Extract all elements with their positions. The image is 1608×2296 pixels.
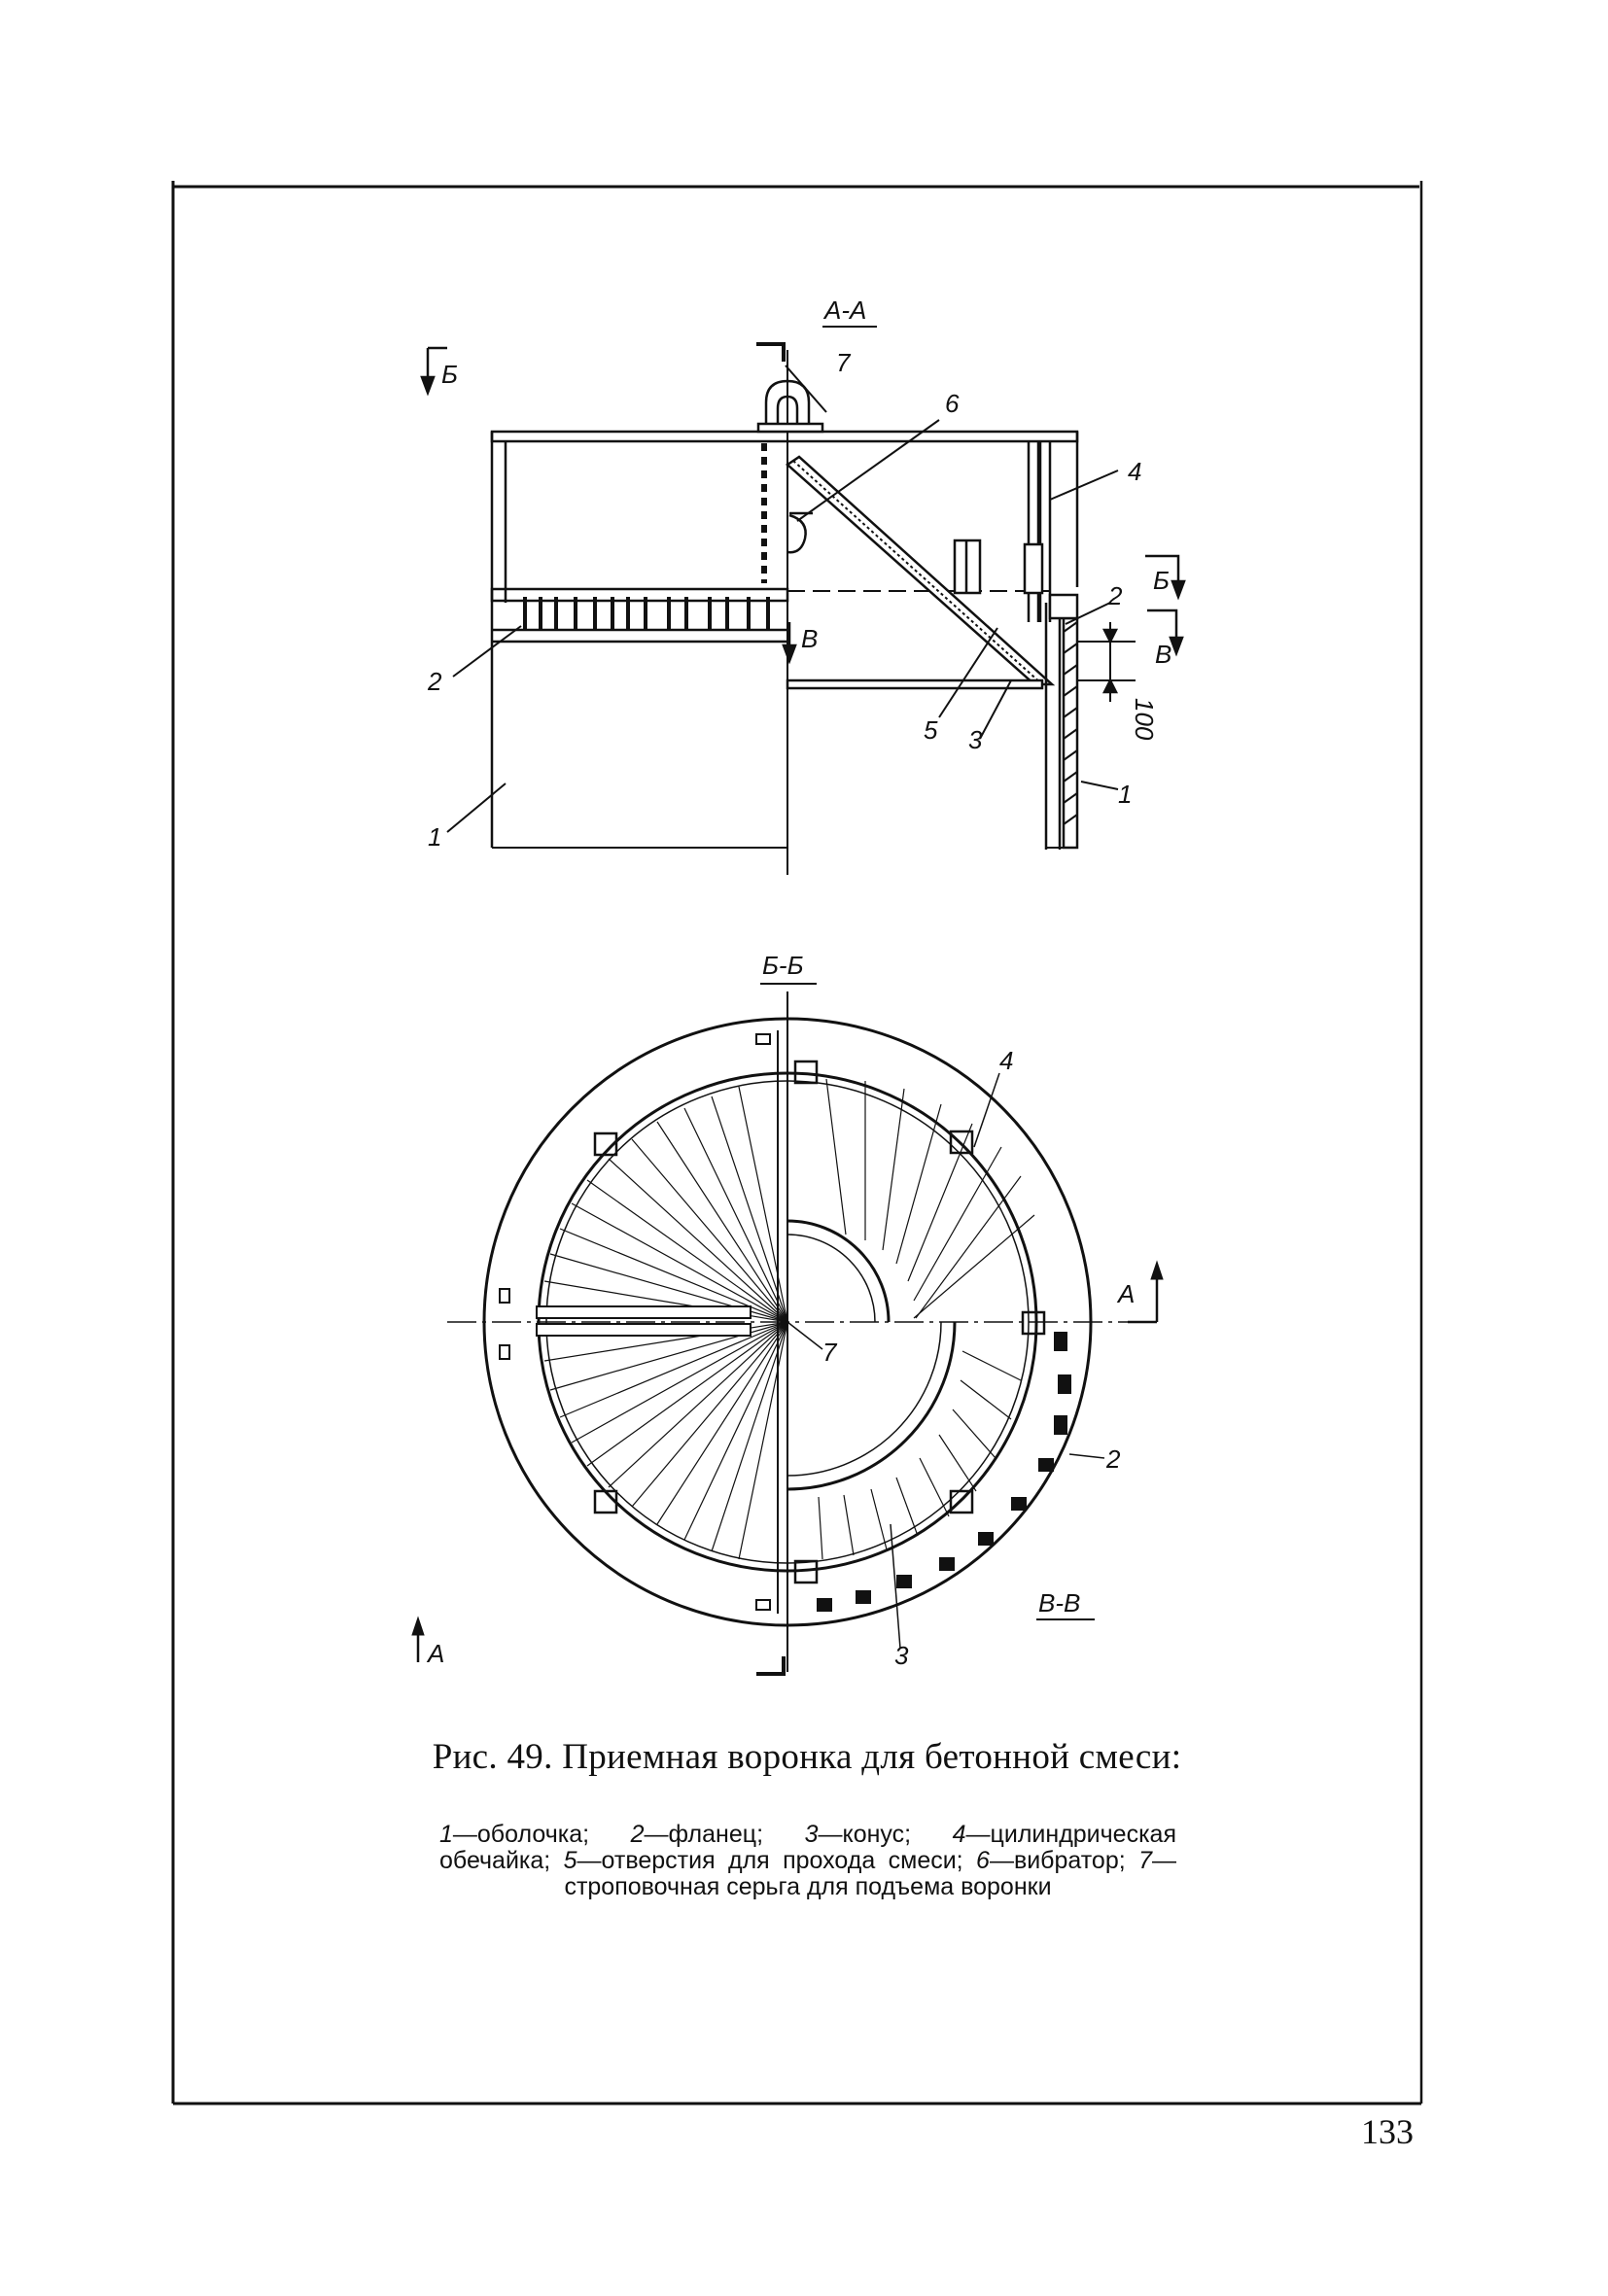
callout-1-aa-right: 1 [1118, 780, 1132, 809]
legend-num-4: 4 [952, 1821, 966, 1848]
page-number: 133 [1361, 2112, 1414, 2151]
legend-num-5: 5 [563, 1847, 577, 1874]
legend-text-3: —конус; [818, 1821, 953, 1848]
legend-text-4: —цилиндрическая обечайка; [439, 1821, 1177, 1874]
callout-5: 5 [924, 715, 938, 745]
section-aa-drawing [420, 342, 1186, 1676]
callout-4-bb: 4 [999, 1046, 1013, 1075]
callout-2-aa-left: 2 [427, 667, 442, 696]
callout-7-bb: 7 [822, 1338, 838, 1367]
cone-spokes [543, 1078, 1035, 1560]
marker-b-right: Б [1153, 566, 1170, 595]
callout-1-aa-left: 1 [428, 822, 441, 852]
figure-labels: А-А Б Б В В 7 6 4 2 2 5 3 1 1 100 Б-Б 4 … [426, 296, 1171, 1670]
marker-b-left: Б [441, 360, 458, 389]
legend-num-1: 1 [439, 1821, 453, 1848]
callout-6: 6 [945, 389, 960, 418]
legend-num-7: 7 [1138, 1847, 1152, 1874]
legend-num-2: 2 [630, 1821, 645, 1848]
callout-2-bb: 2 [1105, 1444, 1121, 1474]
figure-caption-legend: 1—оболочка; 2—фланец; 3—конус; 4—цилиндр… [439, 1822, 1176, 1900]
label-section-bb: Б-Б [762, 951, 804, 980]
figure-caption-title: Рис. 49. Приемная воронка для бетонной с… [432, 1737, 1182, 1777]
legend-text-5: —отверстия для прохода смеси; [577, 1847, 977, 1874]
callout-3-aa: 3 [968, 725, 983, 754]
callout-7-aa: 7 [836, 348, 852, 377]
label-section-aa: А-А [822, 296, 866, 325]
callout-2-aa-right: 2 [1107, 581, 1123, 610]
callout-4-aa: 4 [1128, 457, 1141, 486]
marker-v-center: В [801, 624, 818, 653]
legend-num-3: 3 [804, 1821, 819, 1848]
legend-num-6: 6 [976, 1847, 990, 1874]
legend-text-1: —оболочка; [452, 1821, 631, 1848]
callout-3-bb: 3 [894, 1641, 909, 1670]
dimension-100: 100 [1130, 698, 1159, 741]
marker-a-right: А [1116, 1279, 1135, 1308]
legend-text-7: —строповочная серьга для подъема воронки [564, 1847, 1176, 1900]
section-bb-drawing [411, 991, 1164, 1672]
label-section-vv: В-В [1038, 1588, 1080, 1618]
marker-a-left: А [426, 1639, 444, 1668]
flange-blocks [817, 1332, 1071, 1612]
legend-text-6: —вибратор; [989, 1847, 1139, 1874]
legend-text-2: —фланец; [644, 1821, 805, 1848]
marker-v-right: В [1155, 640, 1171, 669]
page-frame [171, 181, 1423, 2105]
